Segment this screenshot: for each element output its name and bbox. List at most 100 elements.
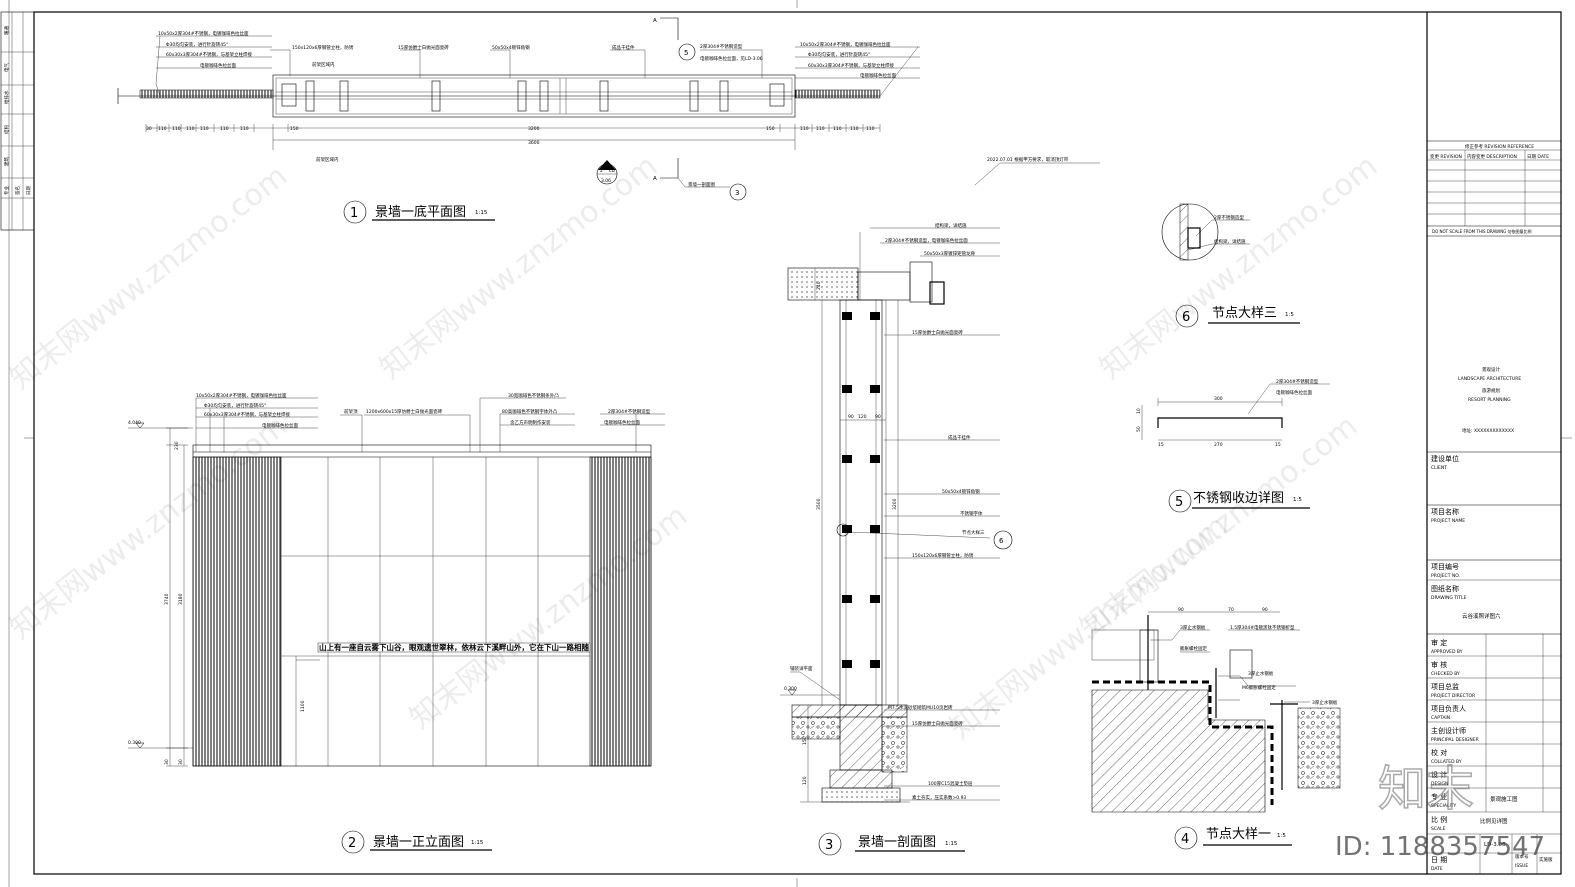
edge-dim: 10 [1136,408,1142,414]
elev-note: 80高咖啡色不锈钢字体外凸 [502,408,558,415]
plan-dim: 30 [146,126,152,132]
edge-dim: 300 [1214,396,1223,402]
tb-no-scale: DO NOT SCALE FROM THIS DRAWING 勿依图量比例 [1432,228,1532,234]
plan-note: 电镀咖啡色拉丝面 [860,72,896,79]
section-mark: A [653,18,657,24]
edge-dim: 15 [1275,442,1281,448]
tb-rev-h: 内容变更 DESCRIPTION [1467,153,1517,160]
tb-scale-value: 比例见详图 [1480,817,1508,825]
edge-number-circle [1168,489,1192,513]
svg-text:5: 5 [684,49,688,57]
section-note: 铺装详平面 [790,665,813,672]
plan-dim: 150 [766,126,775,132]
edge-dim: 50 [1136,426,1142,432]
edge-note: 电镀咖啡色拉丝面 [1276,389,1312,396]
elev-title: 景墙一正立面图 [373,835,464,850]
plan-dim: 110 [200,126,209,132]
section-dim: 90 [848,414,854,420]
tb-issue-en: ISSUE [1515,863,1528,869]
elev-dim: 30 [178,759,184,765]
tb-role-en: CHECKED BY [1431,671,1460,677]
section-note: 不锈钢字体 [960,510,983,517]
node3-number: 6 [1182,310,1190,325]
tb-role-en: PROJECT DIRECTOR [1431,693,1475,699]
node3-note: 2厚不锈钢造型 [1214,214,1244,221]
section-dim: 150 [802,736,808,745]
tb-firm: RESORT PLANNING [1468,397,1511,403]
tb-scale-en: SCALE [1431,826,1446,832]
left-strip: 暖通 电气 给排水 结构 建筑 专业 签名 日期 [0,11,35,231]
section-note: 节点大样三 [962,529,985,536]
svg-text:LD: LD [609,168,616,174]
elev-dim: 30 [164,759,170,765]
section-note: M7.5水泥砂浆砌筑MU10页岩砖 [888,704,953,711]
strip-label: 结构 [3,125,10,134]
edge-dim: 15 [1158,442,1164,448]
tb-drawing-no: LD-3.06 [1484,842,1506,848]
plan-title: 景墙一底平面图 [375,204,466,220]
tb-speciality-en: SPECIALITY [1431,803,1457,809]
elev-note: 2厚304#不锈钢造型 [608,408,651,415]
plan-dim: 110 [833,126,842,132]
plan-dim: 110 [172,126,181,132]
watermark-id: ID: 1188357547 [1335,832,1545,862]
plan-dim: 110 [850,126,859,132]
plan-note: Φ30均匀安装，进行针旋转45° [166,41,228,48]
node1-note: 1.5厚304#电镀黑钛不锈钢折型 [1230,624,1295,631]
section-title: 景墙一剖面图 [858,835,936,850]
section-dim: 240 [816,281,822,290]
elev-number-circle [341,830,365,854]
plan-number: 1 [350,206,358,221]
section-scale: 1:15 [945,841,958,847]
tb-date: 日 期 [1431,856,1447,864]
plan-dim: 110 [800,126,809,132]
tb-project-no-en: PROJECT NO. [1431,573,1460,579]
tb-drawing-title-en: DRAWING TITLE [1431,595,1467,601]
node1-note: 3厚止水钢板 [1248,670,1274,677]
tb-date-en: DATE [1431,866,1443,872]
strip-label: 给排水 [3,90,10,104]
section-number: 3 [825,838,833,853]
plan-note: 10x50x2厚304#不锈钢，电镀咖啡色拉丝面 [800,41,891,48]
tb-scale: 比 例 [1431,815,1447,824]
section-dim: 120 [802,776,808,785]
plan-dim-total: 3600 [528,140,540,146]
tb-rev-h: 日期 DATE [1527,154,1549,160]
node1-number-circle [1174,826,1198,850]
section-mark: A [653,176,657,182]
tb-role: 校 对 [1431,748,1447,757]
tb-role: 审 定 [1431,638,1447,647]
plan-note: 15厚仿爵士白抛光面瓷砖 [398,44,449,51]
node1-dim: 90 [1262,607,1268,613]
callout-circle [678,43,696,61]
plan-dim: 3200 [528,126,540,132]
elev-dim: 3180 [178,593,184,605]
edge-detail: 300 270 15 15 50 10 2厚304#不锈钢造型 电镀咖啡色拉丝面… [1136,378,1330,513]
elev-note: 前架顶 [344,408,358,415]
level-bottom: 0.300 [128,740,141,746]
edge-title: 不锈钢收边详图 [1193,491,1284,506]
elev-note: 含乙方声明制作安装 [510,419,551,426]
tb-role-en: CAPTAIN [1431,715,1450,721]
section-note: 150x120x6厚钢管立柱，防锈 [912,552,974,559]
plan-dim: 110 [186,126,195,132]
plan-wall-body [272,74,796,118]
svg-text:知末网www.znzmo.com: 知末网www.znzmo.com [3,158,294,396]
tb-project-en: PROJECT NAME [1431,518,1465,524]
section-dim: 120 [858,414,867,420]
edge-number: 5 [1175,495,1183,510]
svg-text:知末网www.znzmo.com: 知末网www.znzmo.com [1093,148,1384,386]
strip-label: 日期 [26,186,32,195]
section-note: 100厚C15混凝土垫层 [928,780,973,787]
plan-note: 60x30x3厚304#不锈钢，与基架立柱焊接 [808,62,895,69]
node3-number-circle [1175,304,1199,328]
title-block: 修正参考 REVISION REFERENCE 变更 REVISION 内容变更… [1426,12,1561,874]
tb-role: 设 计 [1431,770,1447,779]
section-note: 15厚仿爵士白抛光面瓷砖 [912,720,963,727]
plan-note: Φ30均匀安装，进行针旋转45° [808,51,870,58]
elev-left-slats [192,456,282,767]
section-beam [787,267,859,301]
tb-role-en: PRINCIPAL DESIGNER [1431,737,1479,743]
plan-note: 60x30x3厚304#不锈钢，与基架立柱焊接 [166,51,252,58]
strip-label: 暖通 [3,26,10,35]
